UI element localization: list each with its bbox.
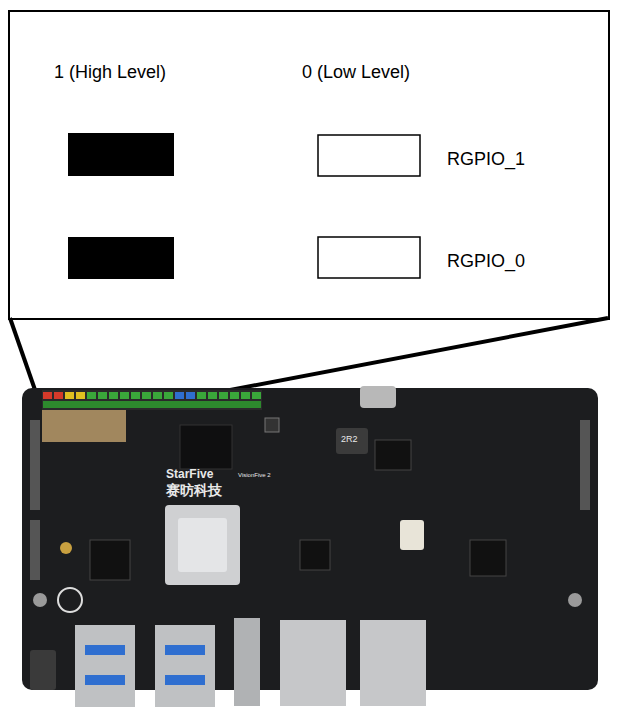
header-pin xyxy=(142,392,151,399)
header-pin xyxy=(208,392,217,399)
signal-name: RGPIO_0 xyxy=(447,251,525,273)
header-pin xyxy=(76,392,85,399)
header-pin xyxy=(230,392,239,399)
header-pin xyxy=(131,392,140,399)
usb-port xyxy=(155,625,215,707)
jumper xyxy=(265,418,279,432)
usb-port-tongue xyxy=(85,645,125,655)
chip xyxy=(470,540,506,576)
inductor xyxy=(336,428,368,454)
high-level-block xyxy=(68,133,174,176)
header-pin xyxy=(197,392,206,399)
soc-lid xyxy=(178,518,227,572)
header-pin xyxy=(164,392,173,399)
header-pin xyxy=(175,392,184,399)
header-pin xyxy=(87,392,96,399)
ram-chip xyxy=(180,425,232,469)
ffc-connector xyxy=(30,520,40,580)
level-heading: 0 (Low Level) xyxy=(302,62,410,84)
usb-port-tongue xyxy=(165,645,205,655)
high-level-block xyxy=(68,237,174,279)
header-pin xyxy=(43,392,52,399)
mounting-hole xyxy=(568,593,582,607)
header-pin xyxy=(65,392,74,399)
header-pin xyxy=(186,392,195,399)
highlight-region xyxy=(42,410,126,442)
low-level-block xyxy=(318,237,420,278)
header-pin xyxy=(109,392,118,399)
usb-port-tongue xyxy=(85,675,125,685)
header-pin xyxy=(153,392,162,399)
header-pin xyxy=(120,392,129,399)
ethernet-port xyxy=(280,620,346,706)
silkscreen-label: 赛昉科技 xyxy=(166,483,222,498)
low-level-block xyxy=(318,135,420,176)
header-pin xyxy=(241,392,250,399)
mounting-hole xyxy=(33,593,47,607)
level-heading: 1 (High Level) xyxy=(54,62,166,84)
silkscreen-label: StarFive xyxy=(166,468,213,481)
chip xyxy=(300,540,330,570)
hdmi-port xyxy=(234,618,260,706)
usb-c-port xyxy=(360,386,396,408)
chip xyxy=(90,540,130,580)
header-pin xyxy=(98,392,107,399)
silkscreen-label: VisionFive 2 xyxy=(238,472,271,479)
usb-port xyxy=(75,625,135,707)
callout-box: 1 (High Level) 0 (Low Level) RGPIO_1RGPIO_… xyxy=(8,10,610,320)
mounting-hole xyxy=(60,542,72,554)
soc-chip xyxy=(165,505,240,585)
silkscreen-label: 2R2 xyxy=(341,435,358,445)
ffc-connector xyxy=(580,420,590,510)
pin-header xyxy=(42,390,262,410)
ffc-connector xyxy=(30,420,40,510)
header-pin xyxy=(219,392,228,399)
audio-jack xyxy=(30,650,56,690)
header-pin xyxy=(54,392,63,399)
header-pin xyxy=(252,392,261,399)
no-lead-symbol xyxy=(58,588,82,612)
header-pin-row xyxy=(43,401,261,408)
chip xyxy=(375,440,411,470)
signal-name: RGPIO_1 xyxy=(447,149,525,171)
ethernet-port xyxy=(360,620,426,706)
usb-port-tongue xyxy=(165,675,205,685)
fan-connector xyxy=(400,520,424,550)
